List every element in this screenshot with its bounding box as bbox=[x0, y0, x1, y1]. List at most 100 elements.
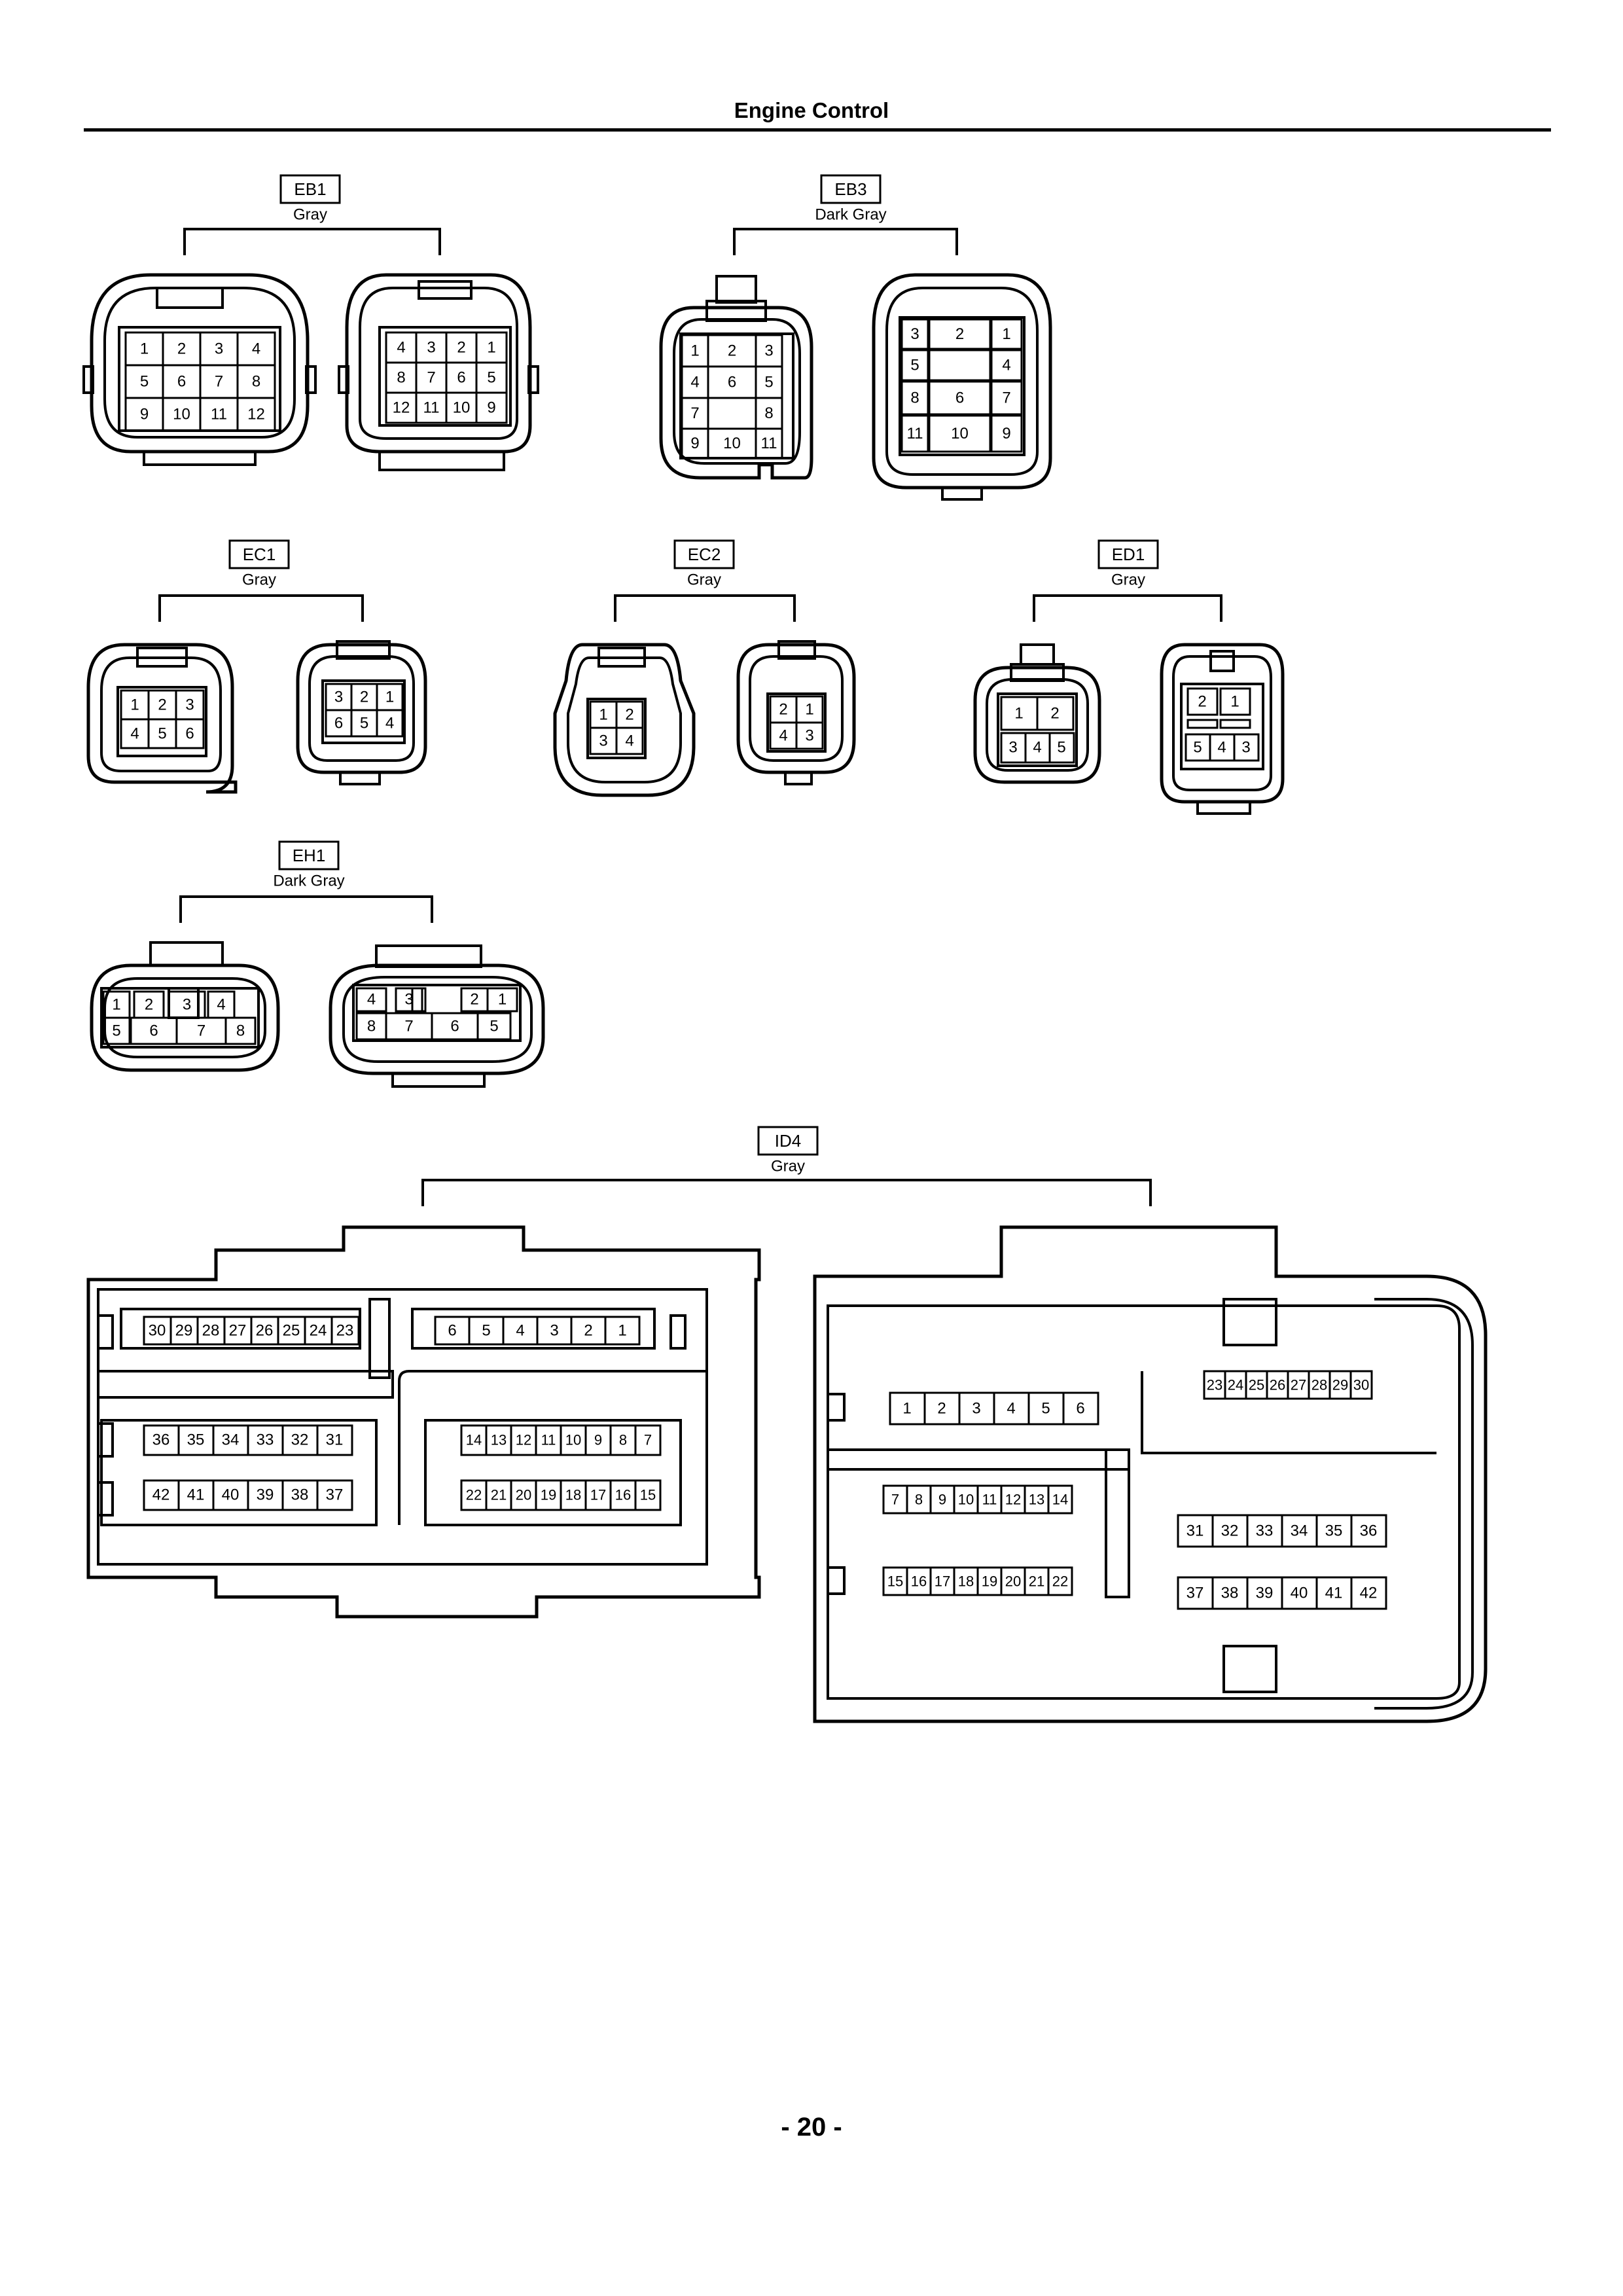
terminal-number: 2 bbox=[584, 1322, 592, 1340]
connector-color: Gray bbox=[687, 571, 721, 589]
housing-inner bbox=[749, 655, 844, 762]
terminal-number: 18 bbox=[958, 1573, 974, 1590]
terminal-cavity bbox=[604, 1316, 641, 1346]
terminal-number: 2 bbox=[937, 1400, 946, 1418]
terminal-cavity bbox=[476, 1012, 512, 1041]
housing-inner bbox=[567, 656, 682, 783]
terminal-cavity bbox=[928, 318, 991, 350]
terminal-number: 30 bbox=[1353, 1377, 1369, 1393]
terminal-number: 5 bbox=[158, 725, 166, 743]
terminal-number: 1 bbox=[1014, 705, 1023, 723]
terminal-cavity bbox=[316, 1479, 353, 1511]
terminal-cavity bbox=[1036, 696, 1075, 731]
terminal-number: 20 bbox=[516, 1487, 531, 1503]
connector-color: Gray bbox=[1111, 571, 1145, 589]
terminal-cavity bbox=[1219, 687, 1251, 716]
connector-color: Dark Gray bbox=[273, 872, 344, 890]
terminal-number: 7 bbox=[427, 369, 435, 387]
key-slot bbox=[1186, 719, 1219, 729]
housing-inner bbox=[100, 656, 222, 772]
latch bbox=[136, 647, 188, 668]
terminal-number: 2 bbox=[470, 991, 478, 1009]
housing-inner bbox=[986, 678, 1089, 772]
connector-color: Gray bbox=[293, 206, 327, 224]
terminal-number: 15 bbox=[640, 1487, 656, 1503]
terminal-number: 25 bbox=[283, 1322, 300, 1340]
connector-color: Gray bbox=[242, 571, 276, 589]
terminal-cavity bbox=[1047, 1484, 1073, 1515]
terminal-cavity bbox=[395, 987, 423, 1013]
housing-inner bbox=[673, 318, 801, 465]
terminal-cavity bbox=[928, 414, 991, 453]
terminal-number: 4 bbox=[690, 374, 699, 391]
terminal-number: 2 bbox=[955, 325, 964, 343]
connector-code: ID4 bbox=[775, 1131, 801, 1151]
terminal-number: 37 bbox=[1186, 1585, 1204, 1602]
cavity-frame bbox=[586, 698, 647, 759]
cavity-frame bbox=[378, 326, 512, 427]
terminal-number: 9 bbox=[594, 1432, 602, 1448]
terminal-number: 3 bbox=[334, 689, 343, 706]
terminal-number: 33 bbox=[257, 1431, 274, 1449]
terminal-number: 4 bbox=[130, 725, 139, 743]
terminal-cavity bbox=[707, 397, 757, 430]
terminal-number: 10 bbox=[951, 425, 969, 442]
connector-code-box bbox=[757, 1126, 819, 1156]
housing-outline bbox=[345, 273, 532, 454]
terminal-cavity bbox=[615, 726, 644, 755]
terminal-number: 2 bbox=[158, 696, 166, 714]
connector-color: Gray bbox=[771, 1158, 805, 1175]
row-frame bbox=[411, 1308, 656, 1350]
terminal-number: 2 bbox=[145, 996, 153, 1014]
terminal-cavity bbox=[990, 349, 1023, 382]
terminal-number: 12 bbox=[247, 406, 265, 423]
terminal-number: 5 bbox=[490, 1018, 498, 1035]
terminal-number: 11 bbox=[982, 1492, 997, 1508]
terminal-number: 10 bbox=[173, 406, 190, 423]
terminal-cavity bbox=[901, 414, 929, 453]
latch-base bbox=[1010, 663, 1065, 682]
terminal-number: 28 bbox=[1311, 1377, 1327, 1393]
terminal-cavity bbox=[102, 1016, 131, 1045]
terminal-number: 12 bbox=[393, 399, 410, 417]
terminal-number: 3 bbox=[185, 696, 194, 714]
terminal-cavity bbox=[236, 397, 276, 432]
terminal-number: 41 bbox=[187, 1486, 205, 1504]
side-rib bbox=[527, 365, 539, 394]
terminal-number: 19 bbox=[541, 1487, 556, 1503]
terminal-number: 2 bbox=[177, 340, 186, 358]
terminal-number: 6 bbox=[185, 725, 194, 743]
terminal-number: 6 bbox=[457, 369, 465, 387]
terminal-number: 2 bbox=[1050, 705, 1059, 723]
terminal-number: 9 bbox=[1002, 425, 1010, 442]
terminal-number: 1 bbox=[1230, 693, 1239, 711]
latch bbox=[715, 275, 757, 304]
connector-code-box bbox=[278, 840, 340, 870]
terminal-number: 9 bbox=[140, 406, 149, 423]
side-lock bbox=[97, 1314, 114, 1350]
terminal-number: 3 bbox=[910, 325, 919, 343]
terminal-number: 4 bbox=[252, 340, 260, 358]
latch bbox=[336, 640, 391, 660]
terminal-number: 8 bbox=[764, 404, 773, 422]
connector-code-box bbox=[673, 539, 735, 569]
terminal-number: 42 bbox=[1360, 1585, 1378, 1602]
terminal-number: 4 bbox=[779, 727, 787, 745]
terminal-number: 17 bbox=[935, 1573, 950, 1590]
terminal-number: 5 bbox=[140, 373, 149, 391]
terminal-number: 8 bbox=[619, 1432, 627, 1448]
terminal-cavity bbox=[330, 1316, 360, 1346]
housing-outline bbox=[90, 273, 310, 454]
cavity-frame bbox=[1180, 683, 1264, 770]
terminal-number: 4 bbox=[397, 339, 405, 357]
block-frame bbox=[424, 1419, 682, 1526]
latch bbox=[375, 944, 482, 968]
terminal-number: 1 bbox=[385, 689, 394, 706]
terminal-cavity bbox=[634, 1479, 662, 1511]
terminal-number: 12 bbox=[516, 1432, 531, 1448]
